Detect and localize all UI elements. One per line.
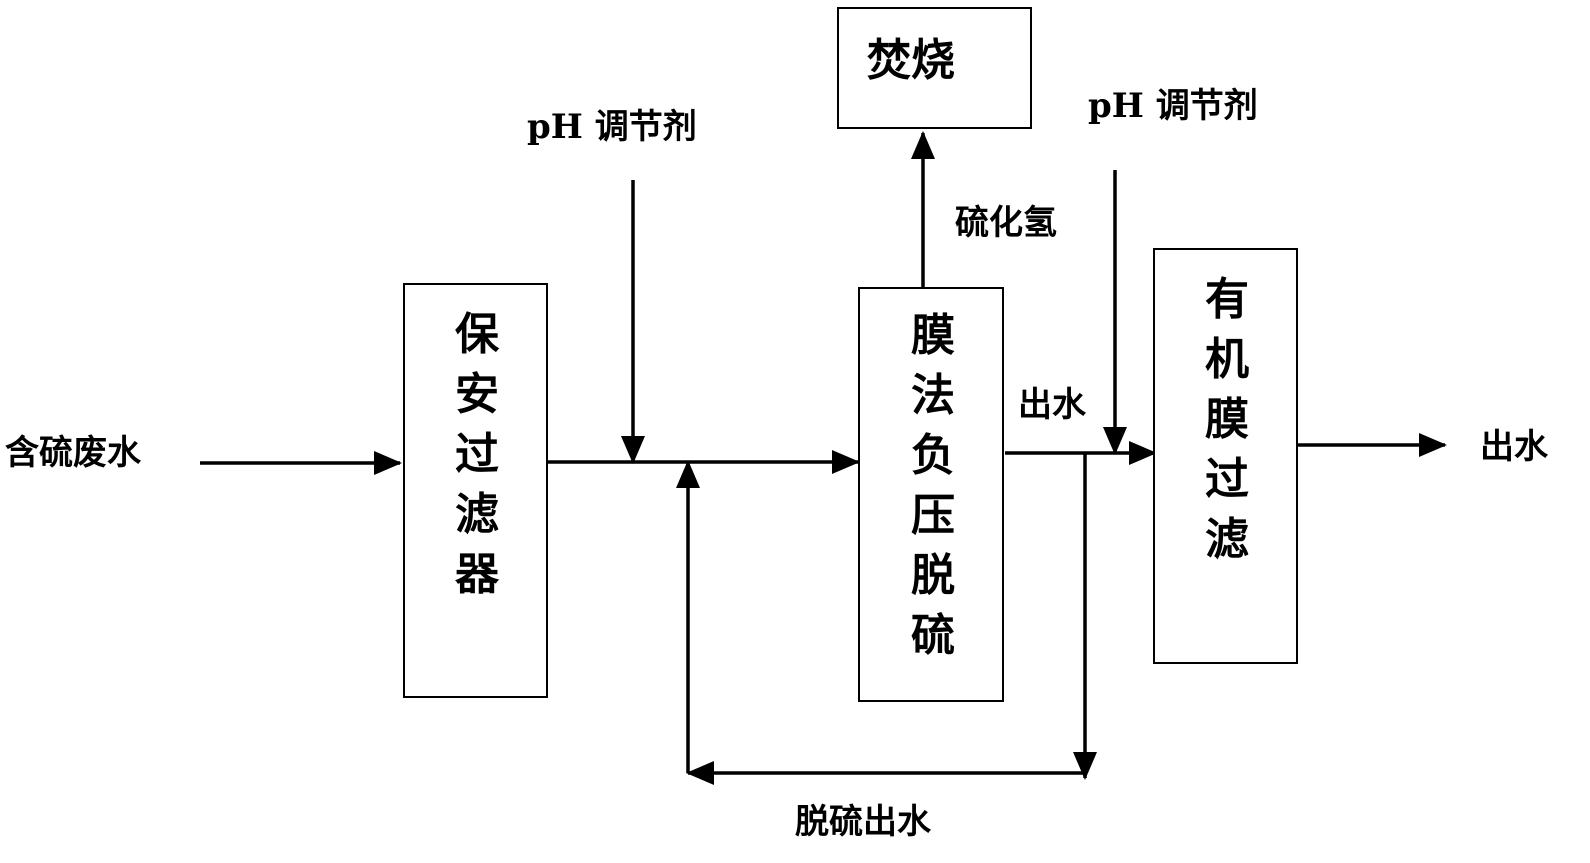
effluent-final-label: 出水 (1480, 427, 1548, 467)
membrane-desulfurization-box: 膜法负压脱硫 (858, 287, 1004, 702)
incineration-label: 焚烧 (867, 35, 955, 86)
hydrogen-sulfide-label: 硫化氢 (955, 203, 1057, 243)
sulfur-wastewater-label: 含硫废水 (5, 433, 141, 473)
membrane-desulfurization-label: 膜法负压脱硫 (911, 310, 955, 661)
ph-adjuster-1-label: pH 调节剂 (527, 107, 697, 147)
incineration-box: 焚烧 (837, 7, 1032, 129)
organic-membrane-filtration-label: 有机膜过滤 (1205, 274, 1249, 565)
guard-filter-box: 保安过滤器 (403, 283, 548, 698)
ph-adjuster-2-label: pH 调节剂 (1088, 86, 1258, 126)
organic-membrane-filtration-box: 有机膜过滤 (1153, 248, 1298, 664)
effluent-mid-label: 出水 (1018, 385, 1086, 425)
desulfurized-effluent-label: 脱硫出水 (795, 802, 931, 842)
guard-filter-label: 保安过滤器 (455, 309, 499, 600)
